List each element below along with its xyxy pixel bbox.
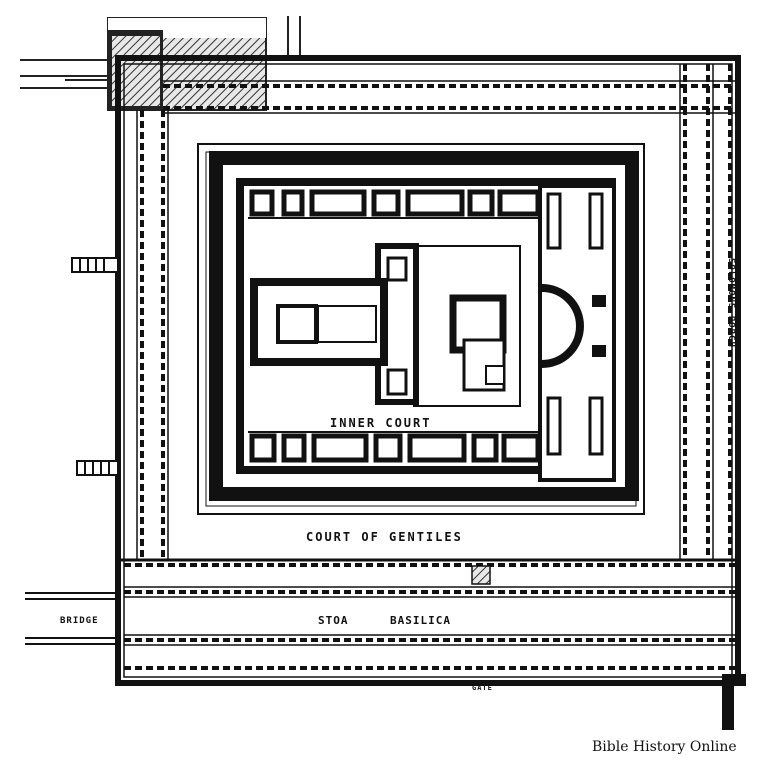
- west-colonnade: [136, 110, 169, 560]
- label-solomons-porch: SOLOMONS PORCH: [726, 258, 736, 348]
- label-stoa: STOA: [318, 614, 349, 627]
- bridge-approach: [25, 592, 118, 645]
- credit-watermark: Bible History Online: [592, 739, 737, 755]
- label-basilica: BASILICA: [390, 614, 451, 627]
- label-gate: GATE: [472, 684, 493, 692]
- east-colonnade: [679, 64, 732, 560]
- west-gates: [71, 257, 119, 476]
- stoa-basilica: [118, 558, 738, 670]
- label-inner-court: INNER COURT: [330, 416, 431, 430]
- court-of-women: [538, 184, 616, 482]
- sanctuary: [250, 243, 521, 407]
- south-gate-post: [722, 674, 746, 730]
- north-colonnade: [163, 80, 735, 114]
- outer-enclosure: [115, 55, 741, 686]
- label-bridge: BRIDGE: [60, 616, 99, 626]
- label-court-of-gentiles: COURT OF GENTILES: [306, 530, 463, 544]
- northwest-approach: [20, 16, 301, 89]
